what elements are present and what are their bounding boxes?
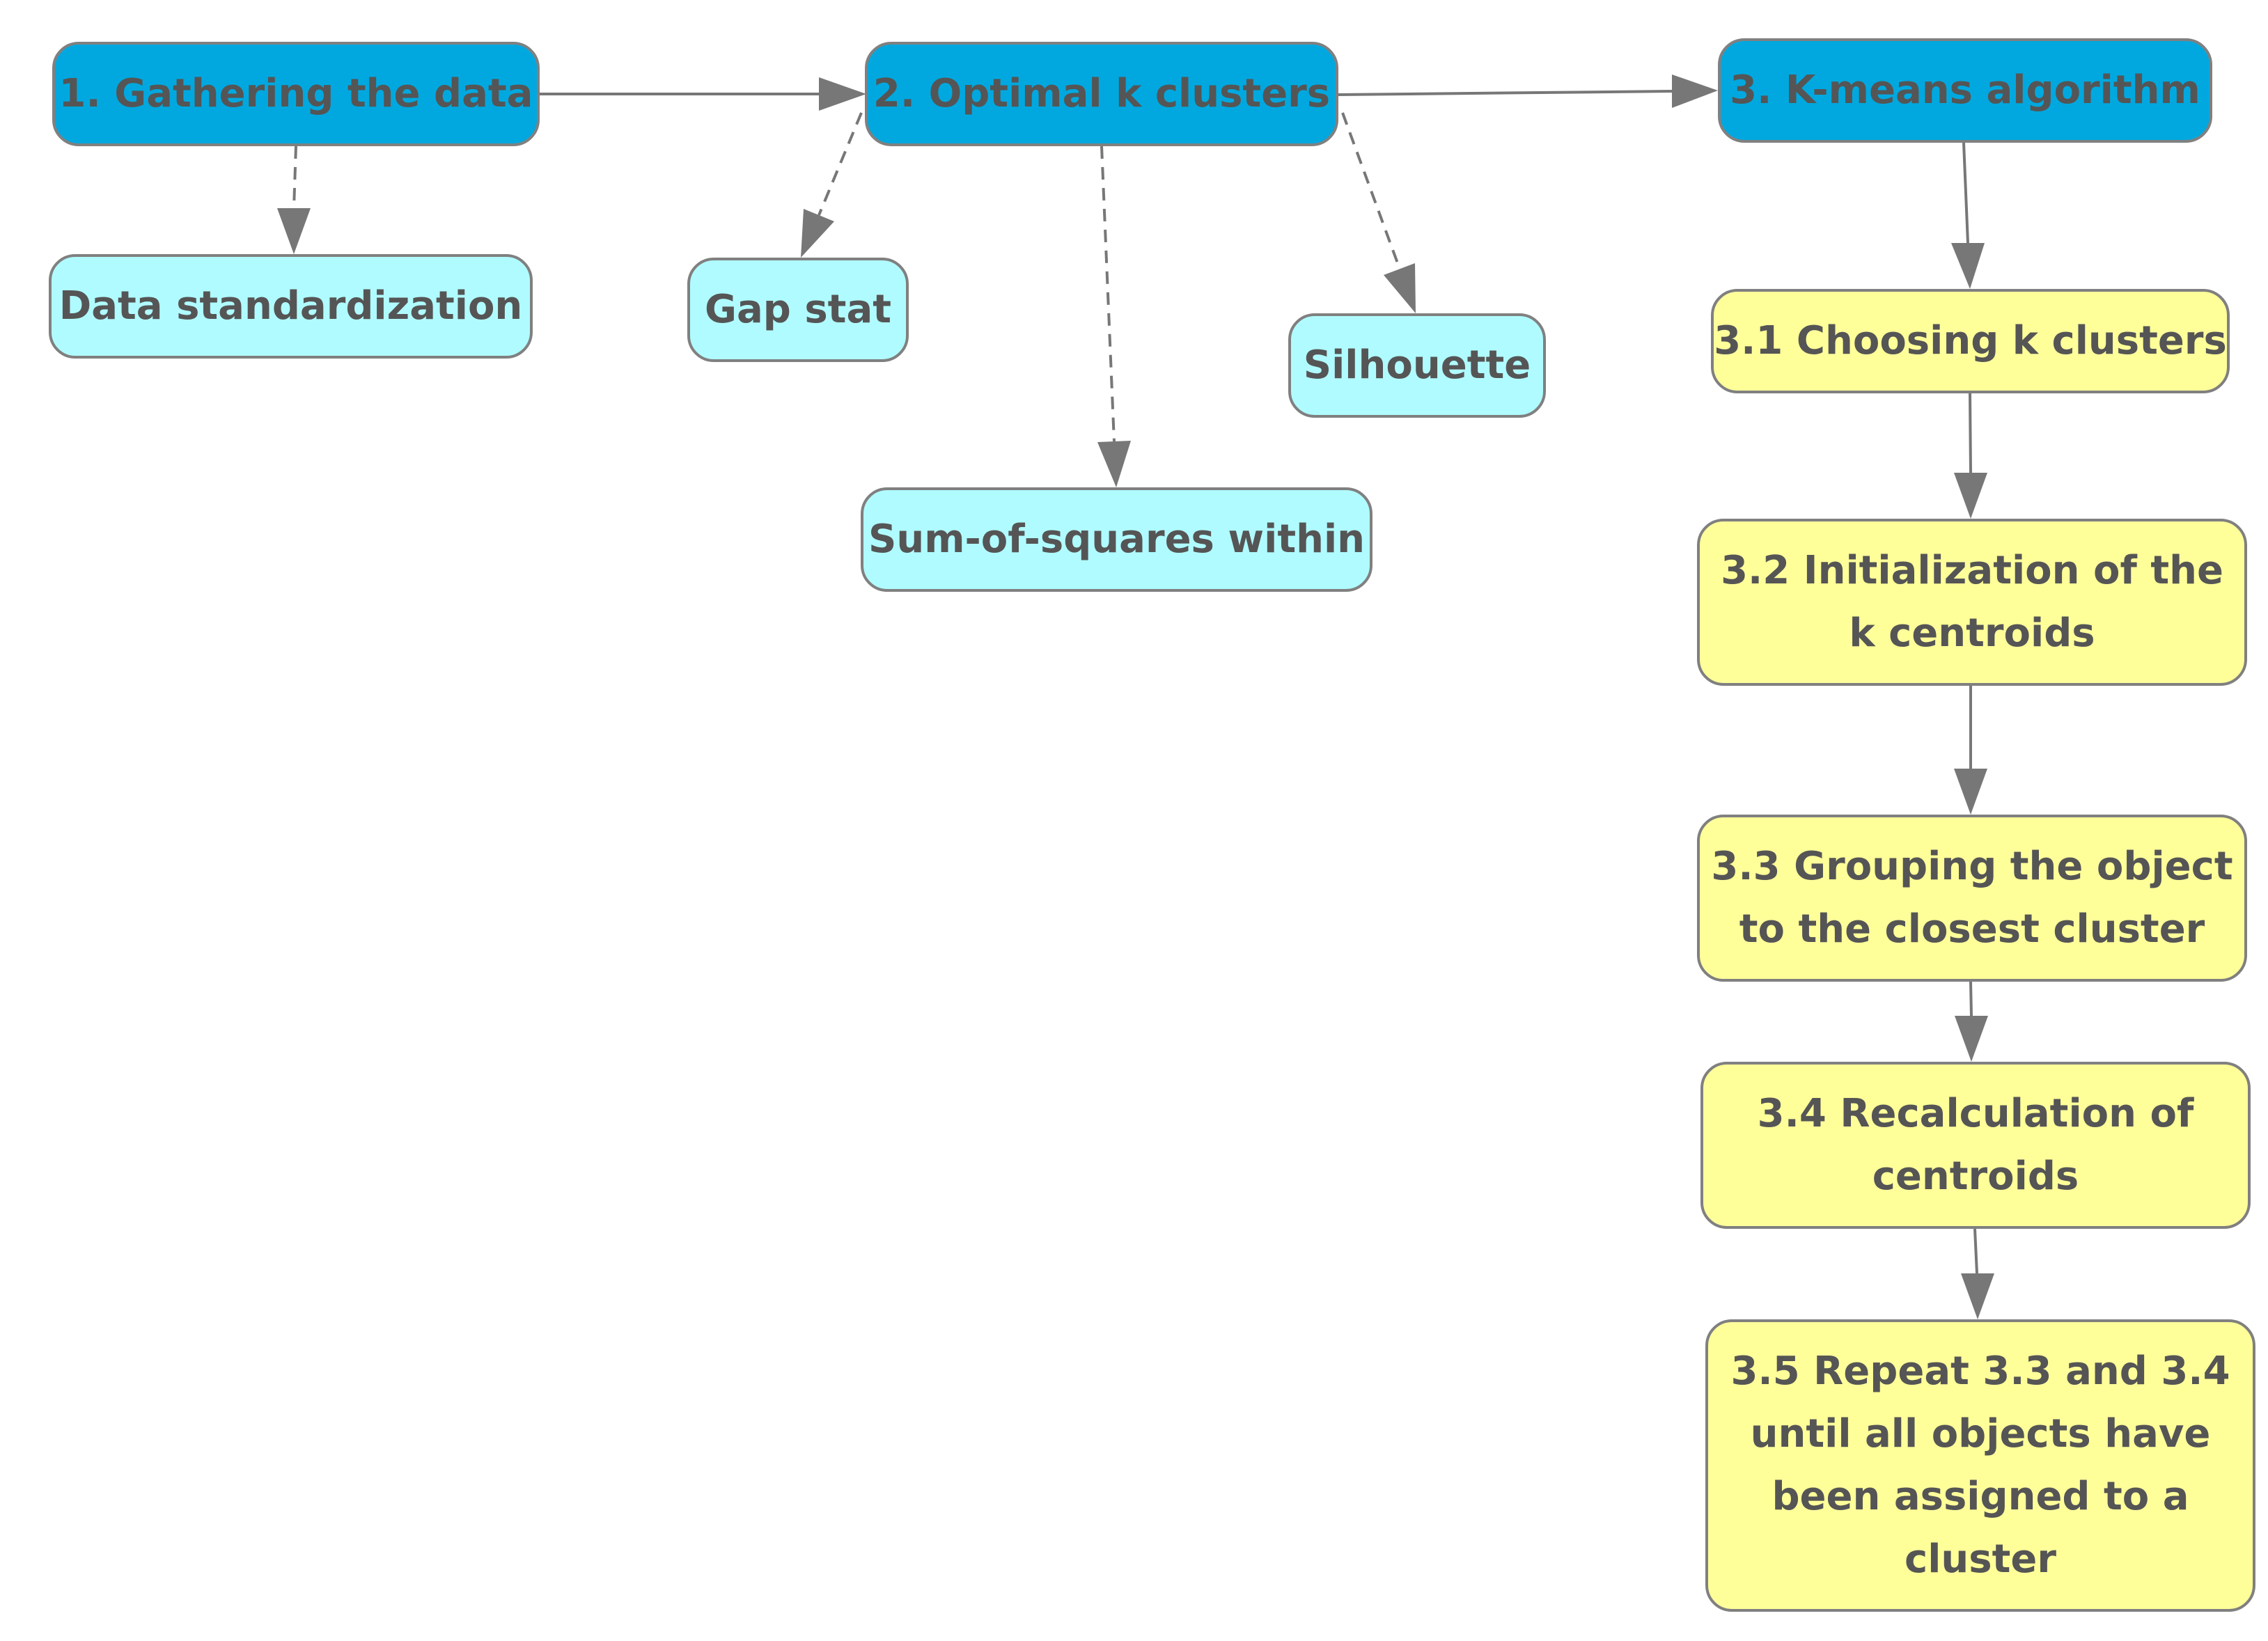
edge-step-3-1-to-step-3-2 — [1969, 393, 1972, 473]
node-label-line: 3.3 Grouping the object — [1711, 844, 2233, 889]
arrowhead-gathering-to-optimal-k — [819, 77, 866, 111]
node-silhouette: Silhouette — [1288, 313, 1546, 418]
node-step-3-4: 3.4 Recalculation of centroids — [1700, 1062, 2251, 1229]
edge-optimal-k-to-gap-stat — [818, 112, 863, 216]
node-label-line: until all objects have — [1750, 1411, 2211, 1457]
node-step-3-3: 3.3 Grouping the object to the closest c… — [1697, 815, 2247, 982]
node-label: 2. Optimal k clusters — [873, 71, 1331, 116]
node-sum-of-squares-within: Sum-of-squares within — [861, 487, 1372, 592]
node-label-line: cluster — [1905, 1537, 2056, 1582]
node-label-line: centroids — [1872, 1154, 2079, 1199]
node-data-standardization: Data standardization — [49, 254, 533, 359]
edge-optimal-k-to-kmeans — [1338, 90, 1673, 96]
node-gathering-the-data: 1. Gathering the data — [52, 42, 540, 146]
arrowhead-step-3-1-to-step-3-2 — [1954, 473, 1987, 519]
node-label-line: 3.5 Repeat 3.3 and 3.4 — [1730, 1349, 2230, 1394]
arrowhead-optimal-k-to-silhouette — [1384, 263, 1416, 313]
node-label: Data standardization — [58, 283, 523, 329]
arrowhead-step-3-4-to-step-3-5 — [1961, 1273, 1994, 1319]
arrowhead-optimal-k-to-sum-of-squares — [1097, 441, 1131, 487]
node-label: 3. K-means algorithm — [1730, 68, 2200, 113]
arrowhead-gathering-to-standardization — [277, 208, 311, 254]
node-label-line: k centroids — [1849, 611, 2095, 656]
node-label: Sum-of-squares within — [868, 517, 1366, 562]
edge-step-3-4-to-step-3-5 — [1973, 1228, 1978, 1274]
node-label-block: 3.2 Initialization of the k centroids — [1721, 540, 2223, 665]
node-step-3-1: 3.1 Choosing k clusters — [1711, 289, 2230, 393]
arrowhead-optimal-k-to-kmeans — [1672, 74, 1718, 108]
edge-gathering-to-standardization — [292, 146, 297, 209]
node-optimal-k-clusters: 2. Optimal k clusters — [865, 42, 1338, 146]
node-label-line: 3.4 Recalculation of — [1757, 1091, 2194, 1136]
node-label: 1. Gathering the data — [58, 71, 533, 116]
arrowhead-step-3-2-to-step-3-3 — [1954, 769, 1987, 815]
node-label: Gap stat — [705, 287, 891, 332]
arrowhead-optimal-k-to-gap-stat — [801, 209, 834, 258]
edge-optimal-k-to-silhouette — [1341, 112, 1401, 269]
node-step-3-5: 3.5 Repeat 3.3 and 3.4 until all objects… — [1705, 1319, 2255, 1612]
node-label-line: been assigned to a — [1772, 1474, 2189, 1519]
arrowhead-kmeans-to-step-3-1 — [1951, 243, 1985, 289]
edge-kmeans-to-step-3-1 — [1962, 142, 1969, 244]
arrowhead-step-3-3-to-step-3-4 — [1955, 1016, 1988, 1062]
node-step-3-2: 3.2 Initialization of the k centroids — [1697, 519, 2247, 686]
node-label-block: 3.3 Grouping the object to the closest c… — [1711, 835, 2232, 961]
node-gap-stat: Gap stat — [687, 258, 909, 362]
node-label-line: to the closest cluster — [1739, 906, 2205, 952]
node-label: 3.1 Choosing k clusters — [1714, 318, 2227, 363]
node-label-block: 3.5 Repeat 3.3 and 3.4 until all objects… — [1730, 1340, 2230, 1591]
edge-optimal-k-to-sum-of-squares — [1100, 146, 1116, 442]
node-kmeans-algorithm: 3. K-means algorithm — [1718, 38, 2212, 143]
node-label-block: 3.4 Recalculation of centroids — [1758, 1083, 2194, 1208]
node-label: Silhouette — [1303, 343, 1531, 388]
node-label-line: 3.2 Initialization of the — [1721, 548, 2223, 593]
